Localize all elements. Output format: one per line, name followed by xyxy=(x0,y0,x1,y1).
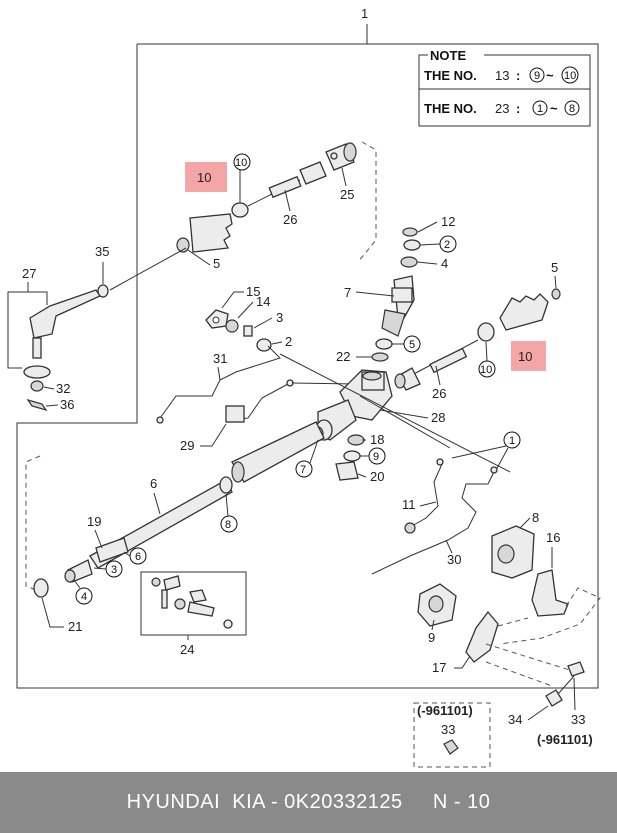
label-3-mid: 3 xyxy=(276,310,283,325)
label-22: 22 xyxy=(336,349,350,364)
note-line2-prefix: THE NO. xyxy=(424,101,477,116)
label-14: 14 xyxy=(256,294,270,309)
label-19: 19 xyxy=(87,514,101,529)
steering-gear-exploded-diagram: 1 NOTE THE NO. 13 : 9 ~ 10 THE NO. 23 : … xyxy=(7,6,601,768)
label-10-left-circ: 10 xyxy=(235,157,247,169)
tie-rod-end-left: 27 35 32 36 xyxy=(7,244,187,412)
label-2-top: 2 xyxy=(444,239,450,251)
gear-housing: 28 7 xyxy=(231,353,511,483)
note-line1-dash: ~ xyxy=(546,68,554,83)
rack-assembly: 8 6 19 6 3 4 21 xyxy=(33,476,238,634)
label-1-circ: 1 xyxy=(509,435,515,447)
label-9-circ: 9 xyxy=(373,451,379,463)
note-line2-num: 23 xyxy=(495,101,509,116)
footer-text: HYUNDAI KIA - 0K20332125 N - 10 xyxy=(126,791,491,813)
label-26-right: 26 xyxy=(432,386,446,401)
label-16: 16 xyxy=(546,530,560,545)
label-10-right-circ: 10 xyxy=(480,364,492,376)
left-boot-assembly: 10 10 26 25 5 xyxy=(176,142,357,271)
label-9: 9 xyxy=(428,630,435,645)
note-line2-dash: ~ xyxy=(550,101,558,116)
date-code-side: (-961101) xyxy=(537,732,593,747)
label-36: 36 xyxy=(60,397,74,412)
label-29: 29 xyxy=(180,438,194,453)
label-33-inset: 33 xyxy=(441,722,455,737)
note-box: NOTE THE NO. 13 : 9 ~ 10 THE NO. 23 : 1 … xyxy=(418,48,591,127)
brackets: 8 9 16 17 xyxy=(417,510,601,687)
label-8-circ: 8 xyxy=(225,519,231,531)
assembly-boundary xyxy=(16,43,599,689)
note-line1-sep: : xyxy=(516,68,520,83)
label-5-circ: 5 xyxy=(409,339,415,351)
label-18: 18 xyxy=(370,432,384,447)
label-8: 8 xyxy=(532,510,539,525)
label-34: 34 xyxy=(508,712,522,727)
date-code-inset: (-961101) xyxy=(417,703,473,718)
bolt-nut-34-33: 34 33 (-961101) xyxy=(508,661,593,747)
label-2-mid: 2 xyxy=(285,334,292,349)
note-line2-from: 1 xyxy=(537,103,543,115)
label-7-circ: 7 xyxy=(300,464,306,476)
label-35: 35 xyxy=(95,244,109,259)
label-1: 1 xyxy=(361,6,368,21)
highlight-10-left xyxy=(185,162,227,192)
label-5-right: 5 xyxy=(551,260,558,275)
label-26-left: 26 xyxy=(283,212,297,227)
pipes-29-31: 31 29 xyxy=(156,345,357,453)
note-title: NOTE xyxy=(430,48,466,63)
label-4-top: 4 xyxy=(441,256,448,271)
left-dashed-bracket xyxy=(357,141,377,263)
label-12: 12 xyxy=(441,214,455,229)
label-10-left-hl: 10 xyxy=(197,170,211,185)
label-20: 20 xyxy=(370,469,384,484)
label-32: 32 xyxy=(56,381,70,396)
label-27: 27 xyxy=(22,266,36,281)
label-5-left: 5 xyxy=(213,256,220,271)
label-33-side: 33 xyxy=(571,712,585,727)
note-line1-from: 9 xyxy=(534,70,540,82)
label-10-right-hl: 10 xyxy=(518,349,532,364)
highlight-10-right xyxy=(511,341,546,371)
pinion-parts: 12 2 4 7 5 22 xyxy=(336,214,457,364)
label-24: 24 xyxy=(180,642,194,657)
label-31: 31 xyxy=(213,351,227,366)
note-line1-prefix: THE NO. xyxy=(424,68,477,83)
hardware-14-15: 15 14 3 2 xyxy=(205,284,292,352)
label-7-top: 7 xyxy=(344,285,351,300)
note-line1-to: 10 xyxy=(564,70,576,82)
note-line2-to: 8 xyxy=(569,103,575,115)
pipes-11-30: 1 11 30 xyxy=(371,431,521,575)
label-3-circ: 3 xyxy=(111,564,117,576)
inset-33: (-961101) 33 xyxy=(413,702,491,768)
label-15: 15 xyxy=(246,284,260,299)
note-line2-sep: : xyxy=(516,101,520,116)
label-6-circ: 6 xyxy=(135,551,141,563)
label-11: 11 xyxy=(402,497,416,512)
note-line1-num: 13 xyxy=(495,68,509,83)
footer-bar: HYUNDAI KIA - 0K20332125 N - 10 xyxy=(0,772,617,833)
right-boot-assembly: 5 10 10 26 xyxy=(394,260,561,401)
left-lower-dashed xyxy=(25,455,41,591)
label-25: 25 xyxy=(340,187,354,202)
label-28: 28 xyxy=(431,410,445,425)
label-17: 17 xyxy=(432,660,446,675)
label-21: 21 xyxy=(68,619,82,634)
label-30: 30 xyxy=(447,552,461,567)
label-6-top: 6 xyxy=(150,476,157,491)
hardware-18-9-20: 18 9 20 xyxy=(335,432,386,484)
inset-24: 24 xyxy=(140,571,247,657)
label-4-circ: 4 xyxy=(81,591,87,603)
